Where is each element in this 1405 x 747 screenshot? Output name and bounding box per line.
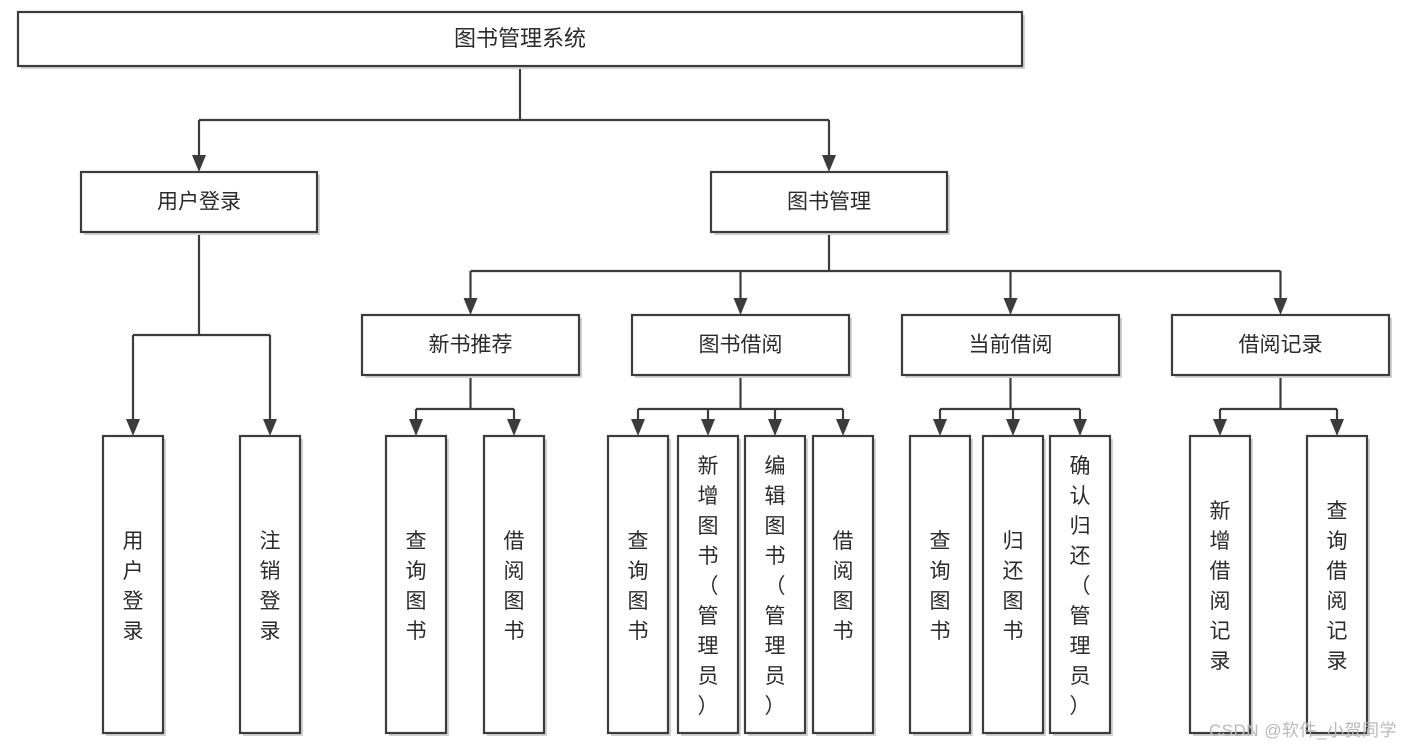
- node-label: 用户登录: [157, 191, 241, 214]
- arrow-head-icon: [836, 419, 850, 436]
- arrow-head-icon: [409, 419, 423, 436]
- node-leaf-2[interactable]: 查询图书: [384, 434, 449, 736]
- arrow-head-icon: [631, 419, 645, 436]
- arrow-head-icon: [1273, 298, 1288, 315]
- node-leaf-0[interactable]: 用户登录: [101, 434, 166, 736]
- node-leaf-3[interactable]: 借阅图书: [482, 434, 547, 736]
- node-label: 借阅图书: [833, 530, 854, 643]
- arrow-head-icon: [1213, 419, 1227, 436]
- arrow-head-icon: [463, 298, 478, 315]
- node-rect: [1188, 434, 1252, 735]
- node-level2-1[interactable]: 图书管理: [709, 170, 950, 235]
- arrow-head-icon: [1073, 419, 1087, 436]
- node-level3-0[interactable]: 新书推荐: [360, 313, 582, 378]
- node-level3-1[interactable]: 图书借阅: [630, 313, 852, 378]
- arrow-head-icon: [701, 419, 715, 436]
- node-label: 新增借阅记录: [1210, 500, 1231, 673]
- node-rect: [79, 170, 319, 234]
- node-leaf-1[interactable]: 注销登录: [238, 434, 303, 736]
- node-root[interactable]: 图书管理系统: [16, 10, 1025, 69]
- node-rect: [1305, 434, 1369, 735]
- node-label: 查询图书: [930, 530, 951, 643]
- node-rect: [743, 434, 807, 735]
- node-rect: [101, 434, 165, 735]
- node-label: 编辑图书（管理员）: [765, 455, 786, 718]
- node-rect: [606, 434, 670, 735]
- node-label: 用户登录: [123, 530, 144, 643]
- node-rect: [908, 434, 972, 735]
- node-leaf-4[interactable]: 查询图书: [606, 434, 671, 736]
- arrow-head-icon: [733, 298, 748, 315]
- node-label: 图书借阅: [699, 334, 783, 357]
- node-rect: [981, 434, 1045, 735]
- node-level2-0[interactable]: 用户登录: [79, 170, 320, 235]
- node-rect: [676, 434, 740, 735]
- node-label: 查询图书: [628, 530, 649, 643]
- node-rect: [238, 434, 302, 735]
- node-leaf-9[interactable]: 归还图书: [981, 434, 1046, 736]
- node-rect: [1170, 313, 1391, 377]
- arrow-head-icon: [263, 419, 277, 436]
- node-rect: [1048, 434, 1112, 735]
- node-rect: [900, 313, 1121, 377]
- node-label: 查询借阅记录: [1327, 500, 1348, 673]
- node-label: 确认归还（管理员）: [1070, 455, 1091, 718]
- node-leaf-7[interactable]: 借阅图书: [811, 434, 876, 736]
- node-label: 查询图书: [406, 530, 427, 643]
- node-label: 注销登录: [260, 530, 281, 643]
- arrow-head-icon: [1003, 298, 1018, 315]
- node-leaf-6[interactable]: 编辑图书（管理员）: [743, 434, 808, 736]
- arrow-head-icon: [507, 419, 521, 436]
- node-rect: [482, 434, 546, 735]
- node-label: 借阅记录: [1239, 334, 1323, 357]
- connectors-layer: [126, 66, 1344, 436]
- node-level3-2[interactable]: 当前借阅: [900, 313, 1122, 378]
- node-label: 借阅图书: [504, 530, 525, 643]
- node-rect: [360, 313, 581, 377]
- node-leaf-10[interactable]: 确认归还（管理员）: [1048, 434, 1113, 736]
- node-label: 当前借阅: [969, 334, 1053, 357]
- arrow-head-icon: [126, 419, 140, 436]
- arrow-head-icon: [768, 419, 782, 436]
- arrow-head-icon: [1006, 419, 1020, 436]
- arrow-head-icon: [1330, 419, 1344, 436]
- node-label: 图书管理系统: [454, 26, 586, 51]
- node-leaf-11[interactable]: 新增借阅记录: [1188, 434, 1253, 736]
- node-leaf-8[interactable]: 查询图书: [908, 434, 973, 736]
- node-label: 新书推荐: [429, 334, 513, 357]
- arrow-head-icon: [192, 155, 206, 172]
- node-rect: [709, 170, 949, 234]
- nodes-layer: 图书管理系统用户登录图书管理新书推荐图书借阅当前借阅借阅记录用户登录注销登录查询…: [16, 10, 1392, 736]
- node-leaf-5[interactable]: 新增图书（管理员）: [676, 434, 741, 736]
- node-level3-3[interactable]: 借阅记录: [1170, 313, 1392, 378]
- node-rect: [630, 313, 851, 377]
- arrow-head-icon: [822, 155, 836, 172]
- node-label: 归还图书: [1003, 530, 1024, 643]
- node-label: 新增图书（管理员）: [698, 455, 719, 718]
- node-leaf-12[interactable]: 查询借阅记录: [1305, 434, 1370, 736]
- arrow-head-icon: [933, 419, 947, 436]
- node-label: 图书管理: [787, 191, 871, 214]
- node-rect: [16, 10, 1024, 68]
- node-rect: [384, 434, 448, 735]
- node-rect: [811, 434, 875, 735]
